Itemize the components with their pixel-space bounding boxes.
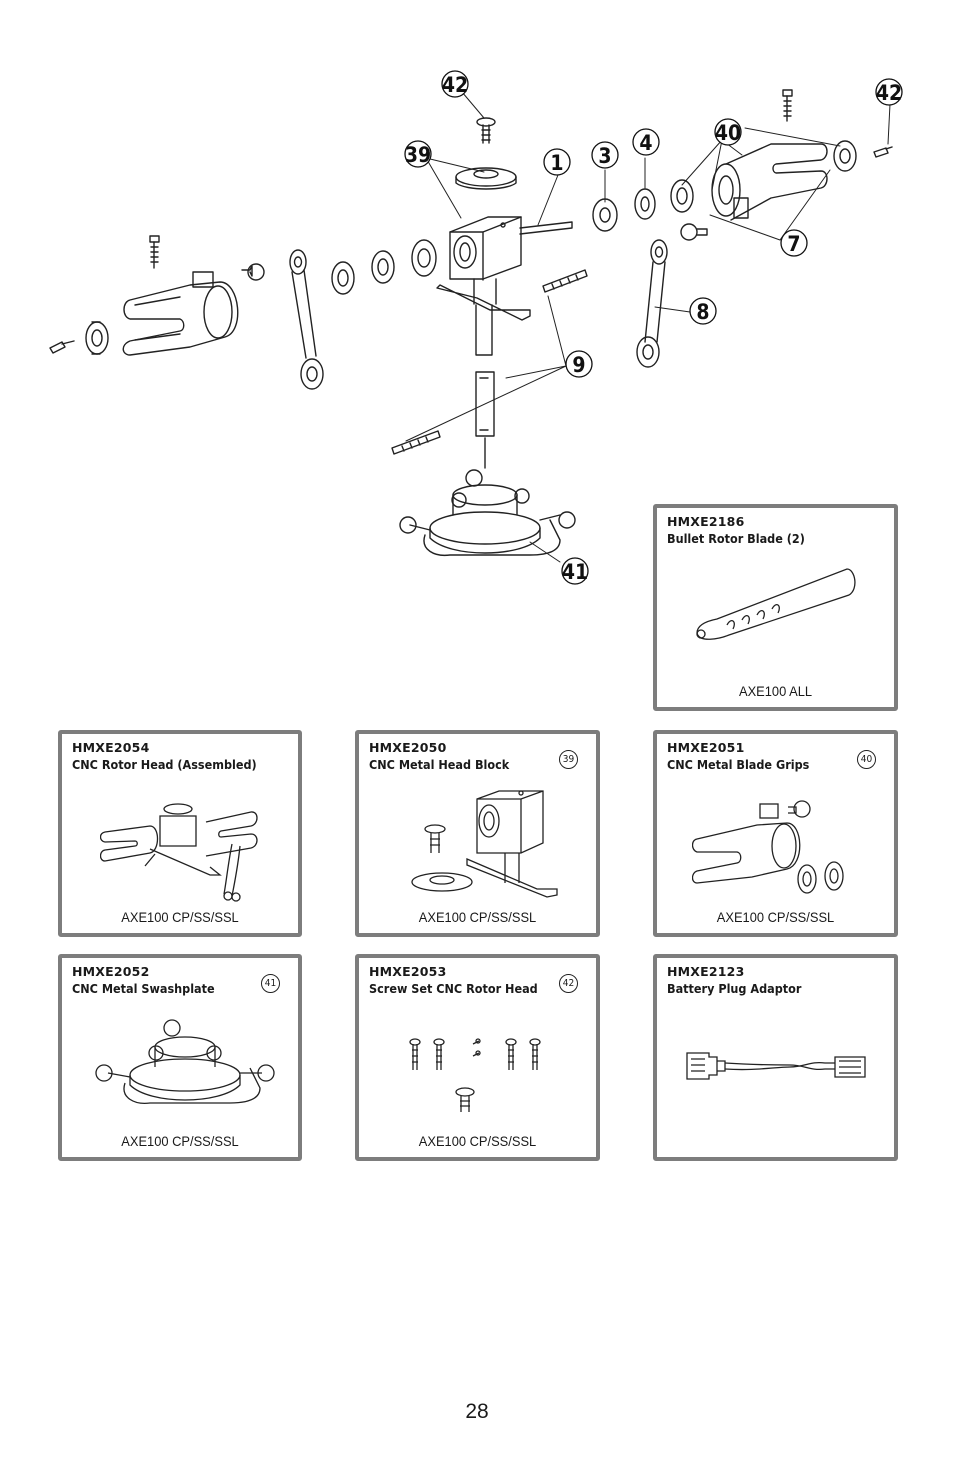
right-blade-grip — [711, 143, 828, 221]
part-code: HMXE2186 — [667, 514, 745, 529]
reference-callout-42: 42 — [559, 974, 578, 993]
callout-42-top: 42 — [441, 70, 469, 98]
reference-callout-41: 41 — [261, 974, 280, 993]
part-name: CNC Metal Blade Grips — [667, 757, 810, 772]
callout-9: 9 — [565, 350, 593, 378]
swashplate-illustration — [95, 1019, 275, 1104]
rotor-blade-illustration — [696, 568, 856, 640]
callout-42-right: 42 — [875, 78, 903, 106]
reference-callout-40: 40 — [857, 750, 876, 769]
right-small-screws — [782, 89, 893, 158]
callout-8: 8 — [689, 297, 717, 325]
compatibility-label: AXE100 CP/SS/SSL — [716, 909, 835, 925]
part-card-hmxe2054: HMXE2054 CNC Rotor Head (Assembled) AXE1… — [58, 730, 302, 937]
battery-plug-adaptor-illustration — [686, 1052, 866, 1080]
svg-text:40: 40 — [715, 121, 741, 145]
part-name: CNC Rotor Head (Assembled) — [72, 757, 257, 772]
screw-set-illustration — [409, 1038, 541, 1112]
left-bearing — [85, 321, 109, 355]
part-code: HMXE2050 — [369, 740, 447, 755]
callout-41: 41 — [561, 557, 589, 585]
rotor-head-assembled-illustration — [100, 803, 258, 902]
leader-lines — [405, 91, 891, 563]
part-name: CNC Metal Head Block — [369, 757, 510, 772]
right-ball-link — [680, 223, 708, 241]
part-name: Screw Set CNC Rotor Head — [369, 981, 538, 996]
compatibility-label: AXE100 ALL — [738, 683, 813, 699]
part-name: CNC Metal Swashplate — [72, 981, 215, 996]
damper-rubbers — [391, 269, 588, 455]
callout-3: 3 — [591, 141, 619, 169]
part-code: HMXE2054 — [72, 740, 150, 755]
compatibility-label: AXE100 CP/SS/SSL — [121, 909, 239, 925]
callout-40: 40 — [714, 118, 742, 146]
page-number: 28 — [465, 1400, 489, 1423]
compatibility-label: AXE100 CP/SS/SSL — [121, 1133, 239, 1149]
swashplate — [399, 469, 576, 557]
head-button — [455, 167, 517, 190]
left-vertical-screw — [149, 235, 160, 269]
compatibility-label: AXE100 CP/SS/SSL — [418, 1133, 537, 1149]
svg-text:8: 8 — [696, 300, 709, 324]
top-head-screw — [476, 117, 496, 144]
left-bearings — [331, 239, 437, 295]
reference-callout-39: 39 — [559, 750, 578, 769]
svg-text:42: 42 — [442, 73, 468, 97]
part-name: Bullet Rotor Blade (2) — [667, 531, 805, 546]
svg-text:4: 4 — [639, 131, 652, 155]
right-bearing — [833, 140, 857, 172]
part-code: HMXE2053 — [369, 964, 447, 979]
callout-7: 7 — [780, 229, 808, 257]
part-card-hmxe2051: HMXE2051 CNC Metal Blade Grips 40 AXE100… — [653, 730, 898, 937]
head-block-illustration — [411, 790, 558, 898]
part-card-hmxe2186: HMXE2186 Bullet Rotor Blade (2) AXE100 A… — [653, 504, 898, 711]
part-card-hmxe2123: HMXE2123 Battery Plug Adaptor — [653, 954, 898, 1161]
left-small-screw — [49, 340, 75, 354]
part-code: HMXE2051 — [667, 740, 745, 755]
part-code: HMXE2123 — [667, 964, 745, 979]
part-card-hmxe2052: HMXE2052 CNC Metal Swashplate 41 AXE100 … — [58, 954, 302, 1161]
right-link-rod — [636, 239, 668, 368]
head-block — [436, 216, 573, 356]
main-shaft — [475, 371, 495, 469]
callout-4: 4 — [632, 128, 660, 156]
callout-1: 1 — [543, 148, 571, 176]
svg-text:39: 39 — [405, 143, 431, 167]
svg-text:42: 42 — [876, 81, 902, 105]
svg-text:41: 41 — [562, 560, 588, 584]
exploded-rotor-head-diagram: 42 42 39 1 3 4 40 7 8 9 41 — [49, 70, 903, 585]
svg-text:3: 3 — [598, 144, 611, 168]
left-ball-link — [241, 263, 265, 281]
part-card-hmxe2053: HMXE2053 Screw Set CNC Rotor Head 42 AXE… — [355, 954, 600, 1161]
svg-text:7: 7 — [787, 232, 800, 256]
part-code: HMXE2052 — [72, 964, 150, 979]
part-card-hmxe2050: HMXE2050 CNC Metal Head Block 39 AXE100 … — [355, 730, 600, 937]
left-link-rod — [289, 249, 324, 390]
right-washers — [592, 179, 694, 232]
callout-39: 39 — [404, 140, 432, 168]
part-name: Battery Plug Adaptor — [667, 981, 802, 996]
left-blade-grip — [122, 271, 239, 356]
svg-text:9: 9 — [572, 353, 585, 377]
compatibility-label: AXE100 CP/SS/SSL — [418, 909, 537, 925]
svg-text:1: 1 — [550, 151, 563, 175]
blade-grips-illustration — [692, 800, 844, 894]
